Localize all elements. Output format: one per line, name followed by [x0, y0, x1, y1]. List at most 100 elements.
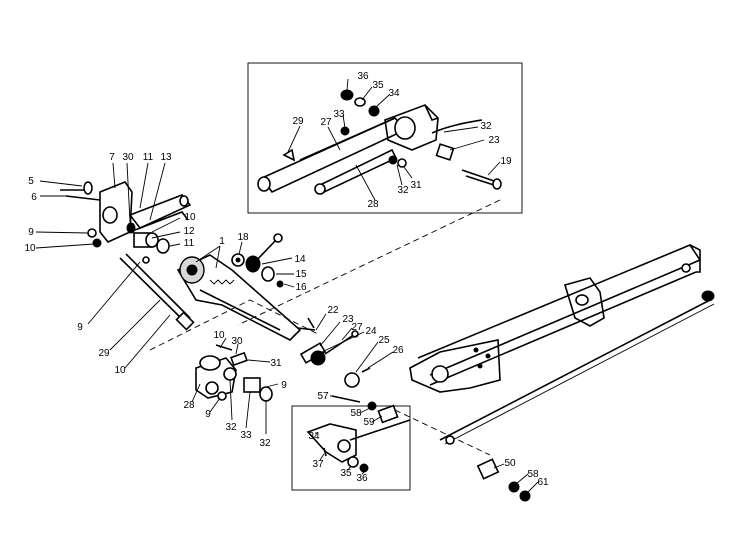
leader-35	[347, 465, 352, 471]
frame-end	[689, 244, 701, 273]
inset-arm-rib	[299, 117, 396, 161]
inset-linkage-drawing	[257, 89, 502, 195]
frame-bottom-edge	[429, 271, 697, 386]
bushing-50	[476, 458, 500, 480]
label-25: 25	[378, 335, 390, 346]
lever-34	[306, 423, 357, 463]
lever-13	[128, 194, 192, 229]
inset-leader-line	[237, 199, 501, 326]
washer-58-lower	[508, 481, 520, 493]
leader-28	[191, 383, 201, 403]
threaded-rod	[439, 299, 711, 441]
leader-41	[287, 125, 301, 153]
handle-assembly	[231, 233, 284, 288]
leader-39	[327, 126, 341, 151]
inset-washer-43	[397, 158, 407, 168]
leader-18	[238, 241, 243, 255]
label-6: 6	[31, 192, 37, 203]
leader-11-mid	[169, 243, 181, 247]
frame-cross-block	[563, 277, 605, 327]
label-23-top: 23	[488, 135, 500, 146]
leader-lines	[35, 78, 539, 493]
bolt-6	[65, 195, 101, 201]
label-10-left: 10	[24, 243, 36, 254]
label-26: 26	[392, 345, 404, 356]
nut-16	[276, 280, 284, 288]
inset-clip-41	[282, 148, 296, 162]
leader-1-a	[195, 245, 221, 263]
bushing-59	[377, 404, 399, 424]
inset-pin-end	[492, 178, 502, 190]
leader-9-bottom	[209, 397, 221, 413]
nut-36	[359, 463, 369, 473]
inset-pivot-disc	[394, 116, 416, 140]
lower-bracket-28	[195, 344, 273, 402]
label-45: 32	[480, 121, 492, 132]
label-31: 31	[270, 358, 282, 369]
end-plate-hole-a	[473, 347, 479, 353]
lever-34-bore	[337, 439, 351, 453]
label-30-bottom: 30	[231, 336, 243, 347]
bushing-33	[243, 377, 261, 393]
leader-44	[396, 164, 403, 186]
leader-16	[283, 283, 295, 288]
leader-59	[371, 415, 383, 423]
label-48: 35	[372, 80, 384, 91]
leader-49	[346, 78, 349, 91]
leader-9-lower	[261, 383, 279, 389]
label-33: 33	[240, 430, 252, 441]
handle-14-knob	[273, 233, 283, 243]
label-23-mid: 23	[342, 314, 354, 325]
inset-cable	[431, 119, 483, 134]
label-61: 61	[537, 477, 549, 488]
leader-31	[247, 359, 271, 363]
leader-33	[245, 391, 251, 429]
clip-5	[83, 181, 93, 195]
leader-26	[367, 351, 394, 369]
nut-10-left	[92, 238, 102, 248]
label-32-b: 32	[259, 438, 271, 449]
frame-cross-hole	[575, 294, 589, 306]
washer-9-rod	[142, 256, 150, 264]
lower-inset-drawing	[306, 395, 411, 473]
label-35: 35	[340, 468, 352, 479]
main-lift-arm	[176, 254, 316, 341]
leader-9-top	[35, 231, 89, 234]
lower-leader-line	[149, 299, 321, 351]
leader-10-right	[151, 217, 181, 233]
left-control-bracket	[60, 181, 195, 331]
inset-arm-eye	[257, 176, 271, 192]
leader-43	[403, 166, 413, 179]
label-22: 22	[327, 305, 339, 316]
leader-30-top	[126, 162, 131, 223]
bushing-12-end	[145, 232, 159, 248]
leader-30-bottom	[235, 343, 239, 355]
washer-32-b	[259, 386, 273, 402]
leader-to-bushing	[394, 409, 491, 456]
label-34: 34	[308, 431, 320, 442]
label-43: 31	[410, 180, 422, 191]
leader-13	[149, 162, 166, 221]
washer-32-a	[223, 367, 237, 381]
leader-23-top	[449, 139, 485, 151]
frame-end-hole	[681, 263, 691, 273]
leader-24	[321, 331, 365, 353]
pin-26	[361, 367, 371, 373]
leader-48	[361, 86, 373, 101]
label-16: 16	[295, 282, 307, 293]
label-10-lower: 10	[114, 365, 126, 376]
leader-32-a	[229, 379, 233, 421]
lift-arm-rib	[199, 289, 281, 331]
bushing-11	[156, 238, 170, 254]
label-10-right: 10	[184, 212, 196, 223]
gear-24	[310, 350, 326, 366]
leader-10-bottom	[219, 337, 227, 349]
rod-end-nut	[701, 290, 715, 302]
inset-nut-47	[368, 105, 380, 117]
label-10-bottom: 10	[213, 330, 225, 341]
label-9-bottom: 9	[205, 409, 211, 420]
label-37: 37	[312, 459, 324, 470]
spacer-31	[230, 351, 248, 367]
pin-22	[297, 327, 316, 331]
